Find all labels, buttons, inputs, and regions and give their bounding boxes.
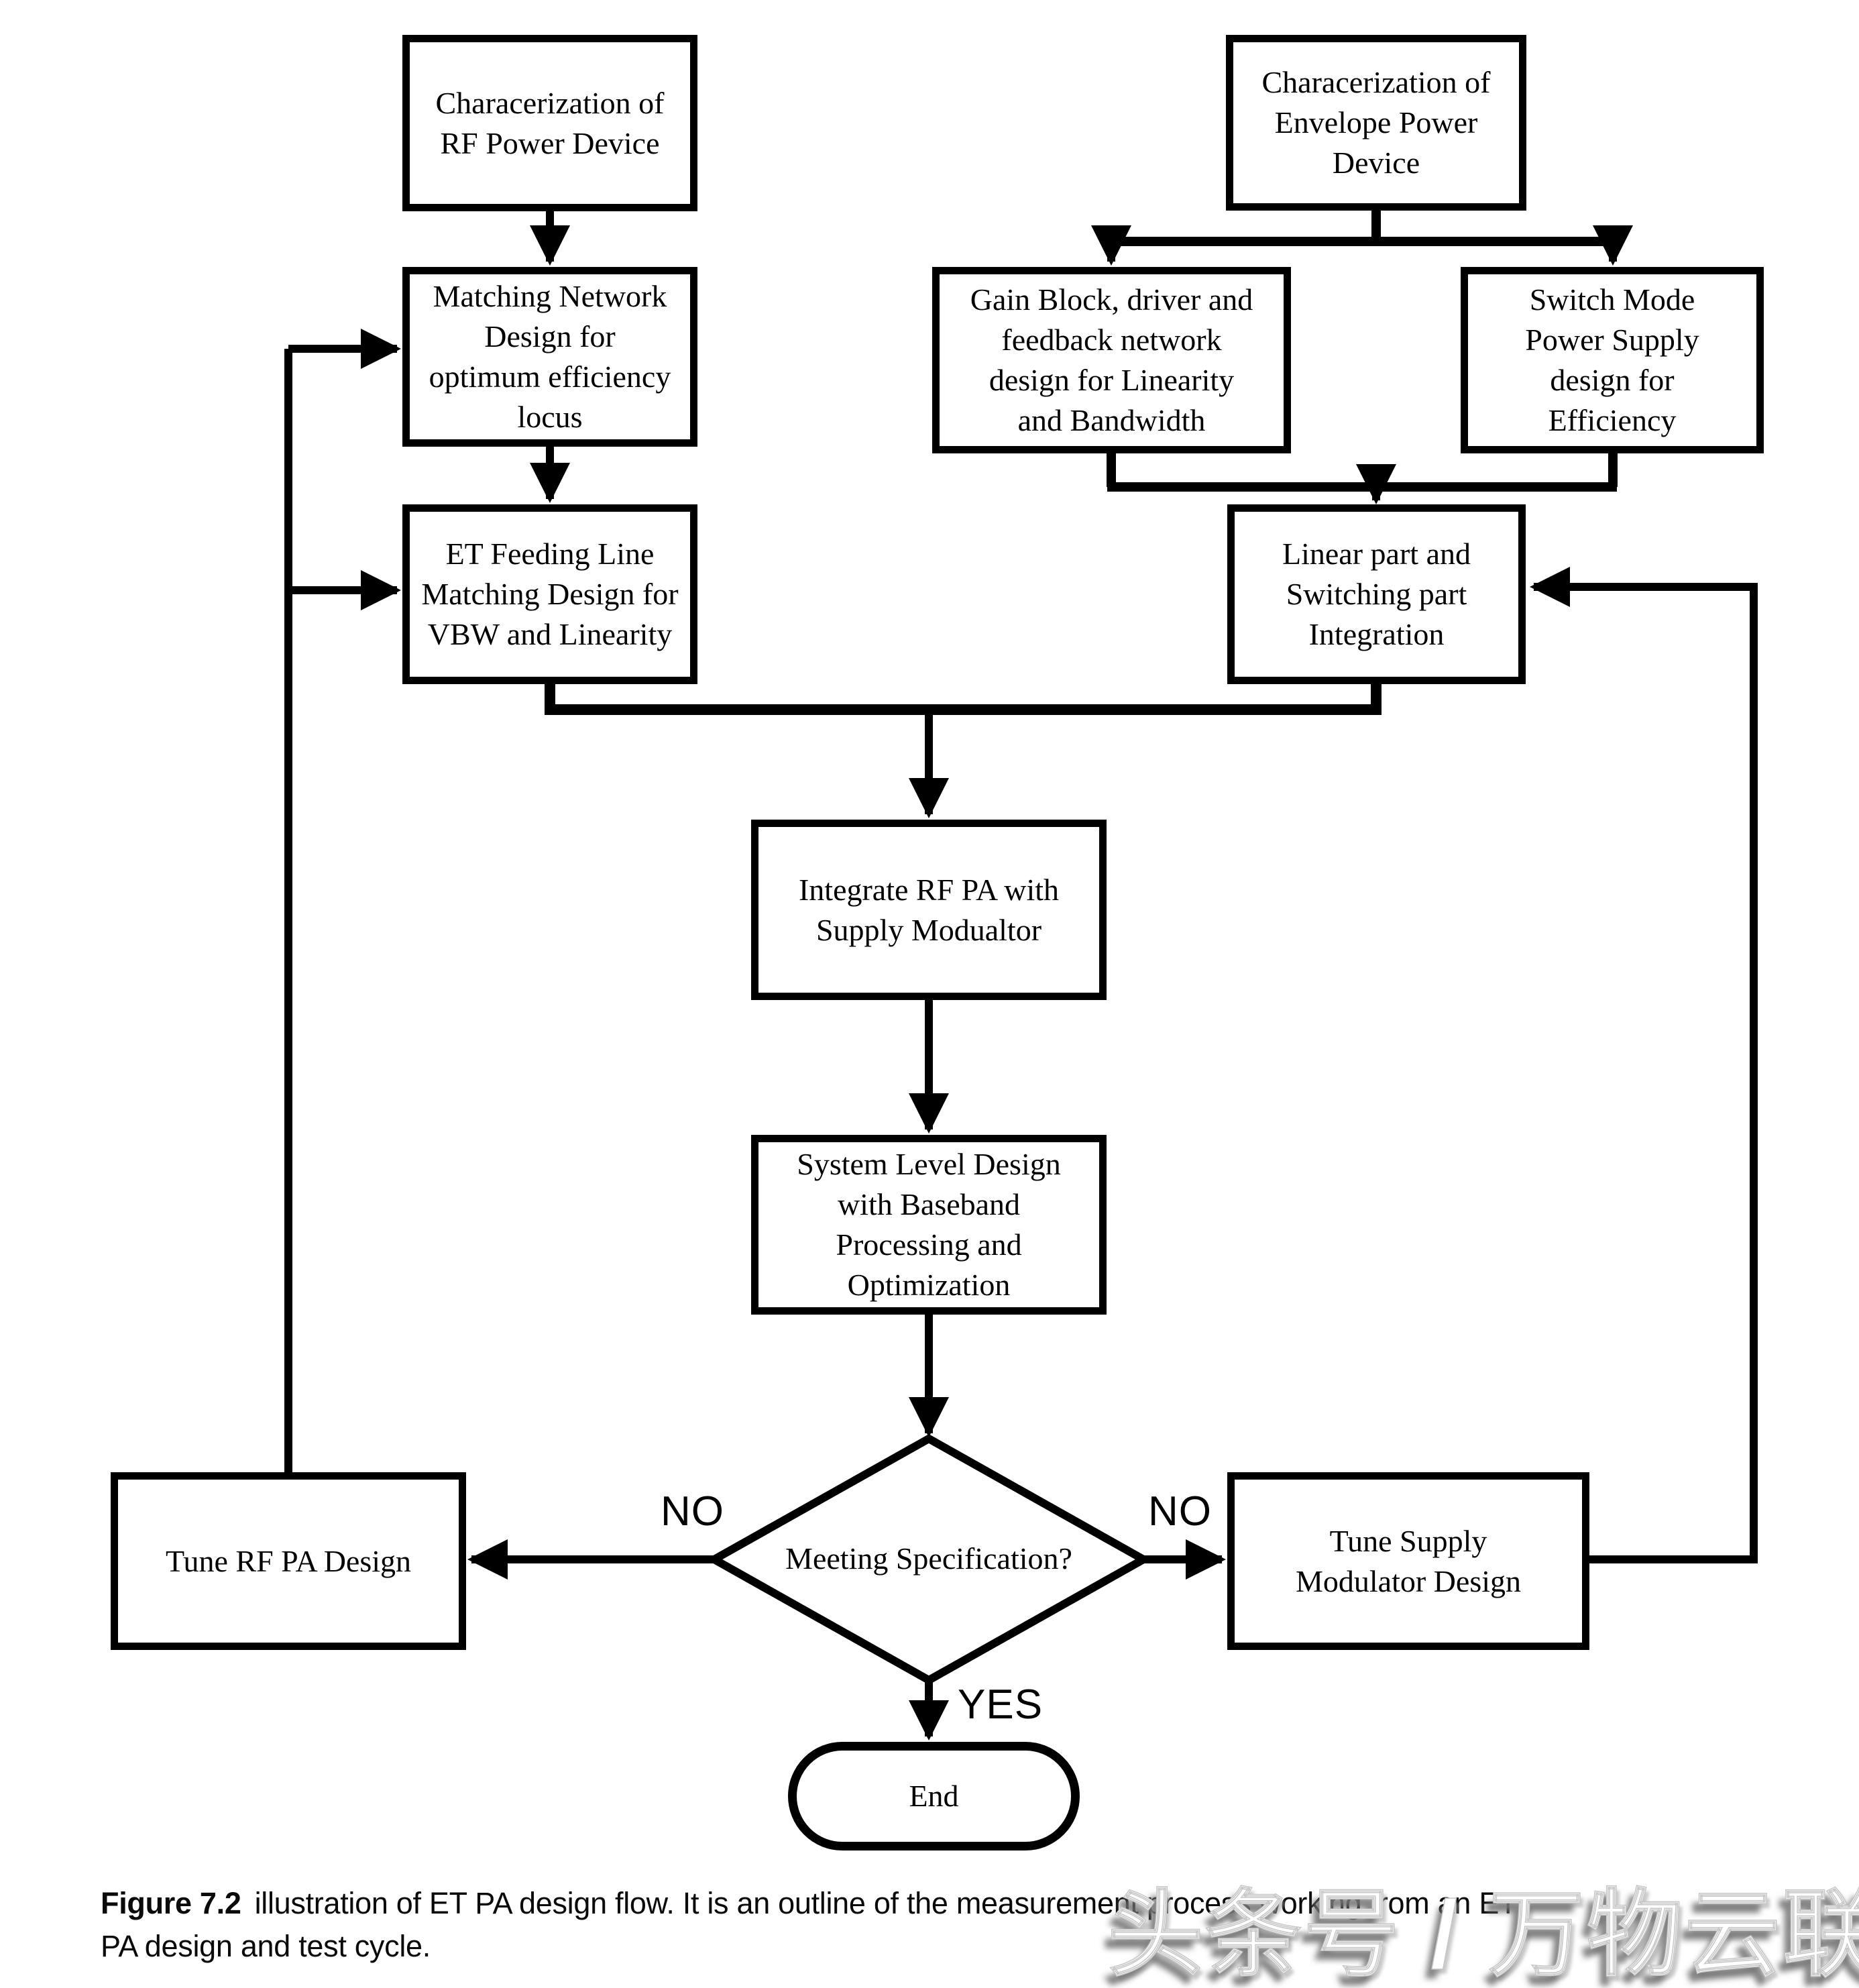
decision-label-meeting-specification: Meeting Specification? (785, 1541, 1072, 1576)
node-label: Linear part and Switching part Integrati… (1282, 537, 1471, 651)
watermark-text: 头条号 / 万物云联网 (1107, 1881, 1859, 1988)
node-characerization-rf-power-device: Characerization of RF Power Device (402, 35, 697, 211)
node-integrate-rf-pa: Integrate RF PA with Supply Modualtor (751, 820, 1107, 1000)
edge-label-no-left: NO (661, 1488, 724, 1535)
node-linear-switching-integration: Linear part and Switching part Integrati… (1227, 504, 1526, 684)
node-label: System Level Design with Baseband Proces… (797, 1147, 1061, 1302)
line-bottom-bus (545, 684, 1382, 715)
node-characerization-envelope-power-device: Characerization of Envelope Power Device (1226, 35, 1526, 211)
edge-label-yes: YES (958, 1681, 1044, 1728)
node-gain-block-driver-feedback: Gain Block, driver and feedback network … (932, 267, 1291, 453)
node-end-terminator: End (788, 1742, 1080, 1851)
decision-diamond (706, 1434, 1152, 1685)
caption-text-line1: illustration of ET PA design flow. It is… (254, 1886, 1518, 1920)
node-label: ET Feeding Line Matching Design for VBW … (421, 537, 679, 651)
node-tune-rf-pa-design: Tune RF PA Design (111, 1472, 466, 1650)
node-label: Tune RF PA Design (165, 1543, 412, 1578)
node-label: Characerization of RF Power Device (435, 85, 665, 160)
node-tune-supply-modulator-design: Tune Supply Modulator Design (1227, 1472, 1589, 1650)
arrow-tunesupply-feedback (1530, 567, 1758, 1563)
node-label: Switch Mode Power Supply design for Effi… (1525, 282, 1699, 437)
node-switch-mode-power-supply: Switch Mode Power Supply design for Effi… (1461, 267, 1764, 453)
node-label: Integrate RF PA with Supply Modualtor (798, 872, 1060, 947)
node-et-feeding-line-matching: ET Feeding Line Matching Design for VBW … (402, 504, 697, 684)
edge-label-no-right: NO (1148, 1488, 1212, 1535)
node-label: End (909, 1779, 959, 1814)
line-characenv-fork (1107, 211, 1617, 246)
node-system-level-design: System Level Design with Baseband Proces… (751, 1135, 1107, 1315)
caption-text-line2: PA design and test cycle. (101, 1928, 431, 1963)
figure-caption: Figure 7.2 illustration of ET PA design f… (101, 1882, 1838, 1968)
caption-figure-number: Figure 7.2 (101, 1886, 241, 1920)
line-merge-to-integration (1107, 453, 1618, 492)
node-label: Matching Network Design for optimum effi… (429, 279, 671, 434)
node-matching-network-design: Matching Network Design for optimum effi… (402, 267, 697, 447)
node-label: Tune Supply Modulator Design (1295, 1523, 1521, 1598)
node-label: Characerization of Envelope Power Device (1261, 65, 1491, 180)
node-label: Gain Block, driver and feedback network … (970, 282, 1253, 437)
